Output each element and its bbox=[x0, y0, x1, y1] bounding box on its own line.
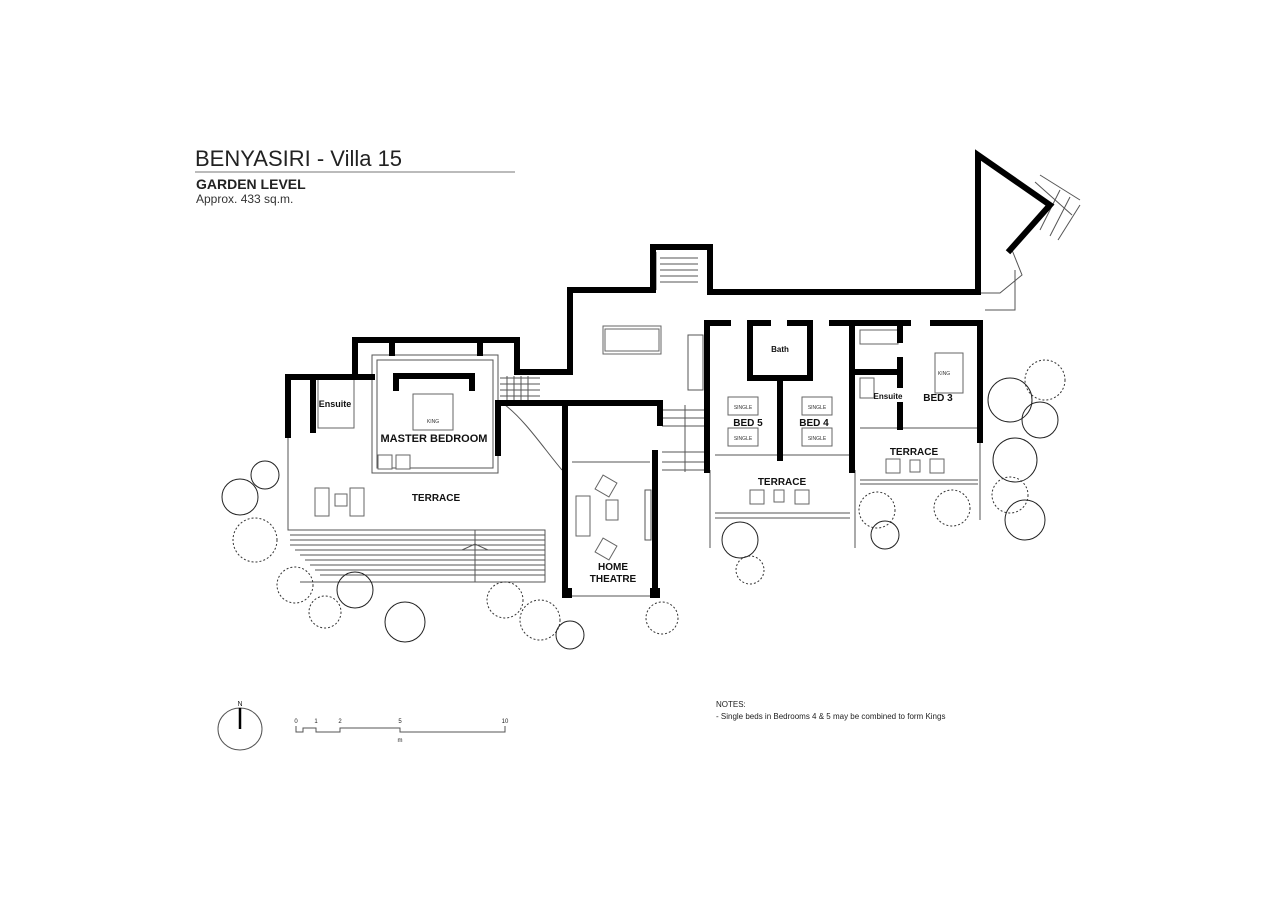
area-label: Approx. 433 sq.m. bbox=[196, 192, 293, 206]
single-bed bbox=[727, 427, 759, 447]
lounger bbox=[314, 487, 330, 517]
note-item: - Single beds in Bedrooms 4 & 5 may be c… bbox=[716, 712, 945, 721]
label-bath: Bath bbox=[771, 345, 789, 354]
scale-tick: 5 bbox=[398, 719, 402, 725]
bed-label-single: SINGLE bbox=[734, 436, 753, 442]
bed-label-single: SINGLE bbox=[808, 436, 827, 442]
notes-heading: NOTES: bbox=[716, 700, 746, 709]
scale-unit: m bbox=[398, 738, 403, 744]
walls bbox=[285, 149, 1055, 598]
bed-label-single: SINGLE bbox=[808, 405, 827, 411]
scale-tick: 1 bbox=[314, 719, 318, 725]
side-table bbox=[334, 493, 348, 507]
chair bbox=[395, 454, 411, 470]
label-home-theatre-line2: THEATRE bbox=[590, 574, 637, 585]
notes: NOTES: - Single beds in Bedrooms 4 & 5 m… bbox=[716, 700, 945, 721]
room-labels: Ensuite MASTER BEDROOM TERRACE HOME THEA… bbox=[319, 345, 953, 585]
label-ensuite-master: Ensuite bbox=[319, 399, 352, 409]
north-compass: N bbox=[217, 701, 263, 751]
screen bbox=[644, 489, 652, 541]
bed-label-single: SINGLE bbox=[734, 405, 753, 411]
single-bed bbox=[801, 396, 833, 416]
sofa bbox=[575, 495, 591, 537]
scale-bar: 0 1 2 5 10 m bbox=[294, 719, 509, 744]
king-bed-master bbox=[412, 393, 454, 431]
landscape-trees bbox=[221, 359, 1066, 650]
armchair bbox=[594, 537, 618, 561]
slope-line bbox=[504, 404, 563, 471]
column bbox=[562, 588, 572, 598]
column bbox=[650, 588, 660, 598]
deck-steps bbox=[290, 530, 545, 582]
label-terrace-bed45: TERRACE bbox=[758, 477, 807, 488]
bed-label-king-bed3: KING bbox=[938, 371, 950, 377]
label-terrace-master: TERRACE bbox=[412, 493, 461, 504]
armchair bbox=[594, 474, 618, 498]
single-bed bbox=[727, 396, 759, 416]
stairs-top bbox=[655, 252, 698, 290]
stairs-hall bbox=[662, 405, 706, 472]
stairs-triangle bbox=[1034, 174, 1081, 241]
label-ensuite-bed3: Ensuite bbox=[874, 392, 903, 401]
lounger bbox=[349, 487, 365, 517]
label-bed3: BED 3 bbox=[923, 393, 953, 404]
terrace-outlines bbox=[287, 174, 1081, 597]
label-terrace-bed3: TERRACE bbox=[890, 447, 939, 458]
stairs-mid bbox=[500, 376, 540, 400]
label-home-theatre-line1: HOME bbox=[598, 562, 628, 573]
table bbox=[605, 499, 619, 521]
bed-label-king-master: KING bbox=[427, 419, 439, 425]
label-bed4: BED 4 bbox=[799, 418, 829, 429]
scale-tick: 2 bbox=[338, 719, 342, 725]
level-name: GARDEN LEVEL bbox=[196, 176, 306, 192]
single-bed bbox=[801, 427, 833, 447]
label-master-bedroom: MASTER BEDROOM bbox=[381, 433, 488, 445]
compass-north-label: N bbox=[237, 701, 242, 708]
chair bbox=[377, 454, 393, 470]
plan-title: BENYASIRI - Villa 15 bbox=[195, 146, 402, 171]
scale-tick: 10 bbox=[502, 719, 509, 725]
king-bed-bed3 bbox=[934, 352, 964, 394]
scale-tick: 0 bbox=[294, 719, 298, 725]
label-bed5: BED 5 bbox=[733, 418, 763, 429]
